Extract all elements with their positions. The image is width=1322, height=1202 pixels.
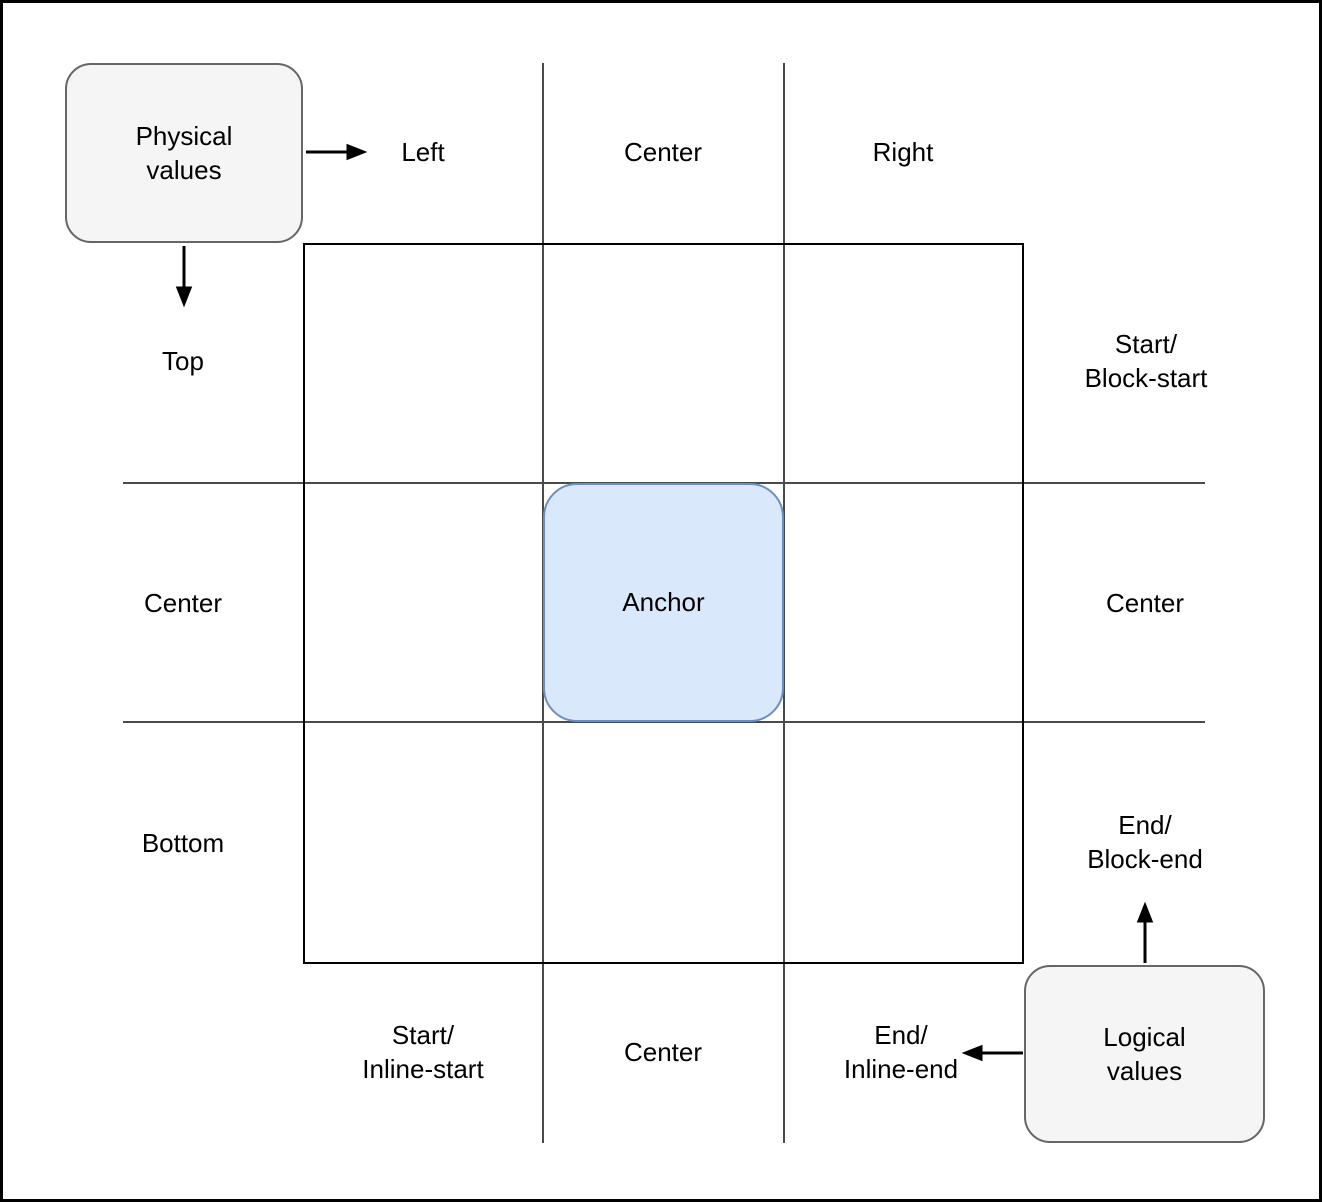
label-end-block-end-line2: Block-end — [1087, 844, 1203, 874]
label-center-right: Center — [1105, 588, 1185, 618]
label-end-inline-end-line1: End/ — [874, 1020, 928, 1050]
physical-values-label-line2: values — [146, 155, 222, 185]
label-start-inline-start: Start/ Inline-start — [362, 1018, 483, 1086]
label-end-block-end-line1: End/ — [1118, 810, 1172, 840]
label-right: Right — [872, 137, 934, 167]
arrow-physical-to-top — [175, 246, 193, 308]
anchor-box: Anchor — [543, 483, 784, 722]
physical-values-label-line1: Physical — [135, 121, 233, 151]
arrow-logical-to-block-end — [1136, 901, 1154, 963]
label-top: Top — [162, 346, 204, 376]
label-start-inline-start-line2: Inline-start — [362, 1054, 484, 1084]
anchor-label: Anchor — [622, 587, 705, 617]
label-left: Left — [401, 137, 445, 167]
label-end-inline-end: End/ Inline-end — [844, 1018, 958, 1086]
label-end-block-end: End/ Block-end — [1087, 808, 1203, 876]
label-start-block-start: Start/ Block-start — [1085, 327, 1208, 395]
grid-vertical-line-right — [783, 63, 785, 1143]
arrow-logical-to-inline-end — [961, 1044, 1023, 1062]
arrow-physical-to-left — [306, 143, 368, 161]
label-start-inline-start-line1: Start/ — [391, 1020, 455, 1050]
label-start-block-start-line2: Block-start — [1084, 363, 1208, 393]
logical-values-label-line1: Logical — [1103, 1022, 1186, 1052]
label-center-left: Center — [143, 588, 223, 618]
physical-values-box: Physical values — [65, 63, 303, 243]
grid-square-outline — [303, 243, 1024, 964]
label-center-bottom: Center — [623, 1037, 703, 1067]
label-center-top: Center — [623, 137, 703, 167]
label-end-inline-end-line2: Inline-end — [843, 1054, 959, 1084]
logical-values-box: Logical values — [1024, 965, 1265, 1143]
label-start-block-start-line1: Start/ — [1114, 329, 1178, 359]
logical-values-label-line2: values — [1106, 1056, 1183, 1086]
grid-horizontal-line-bottom — [123, 721, 1205, 723]
label-bottom: Bottom — [141, 828, 225, 858]
